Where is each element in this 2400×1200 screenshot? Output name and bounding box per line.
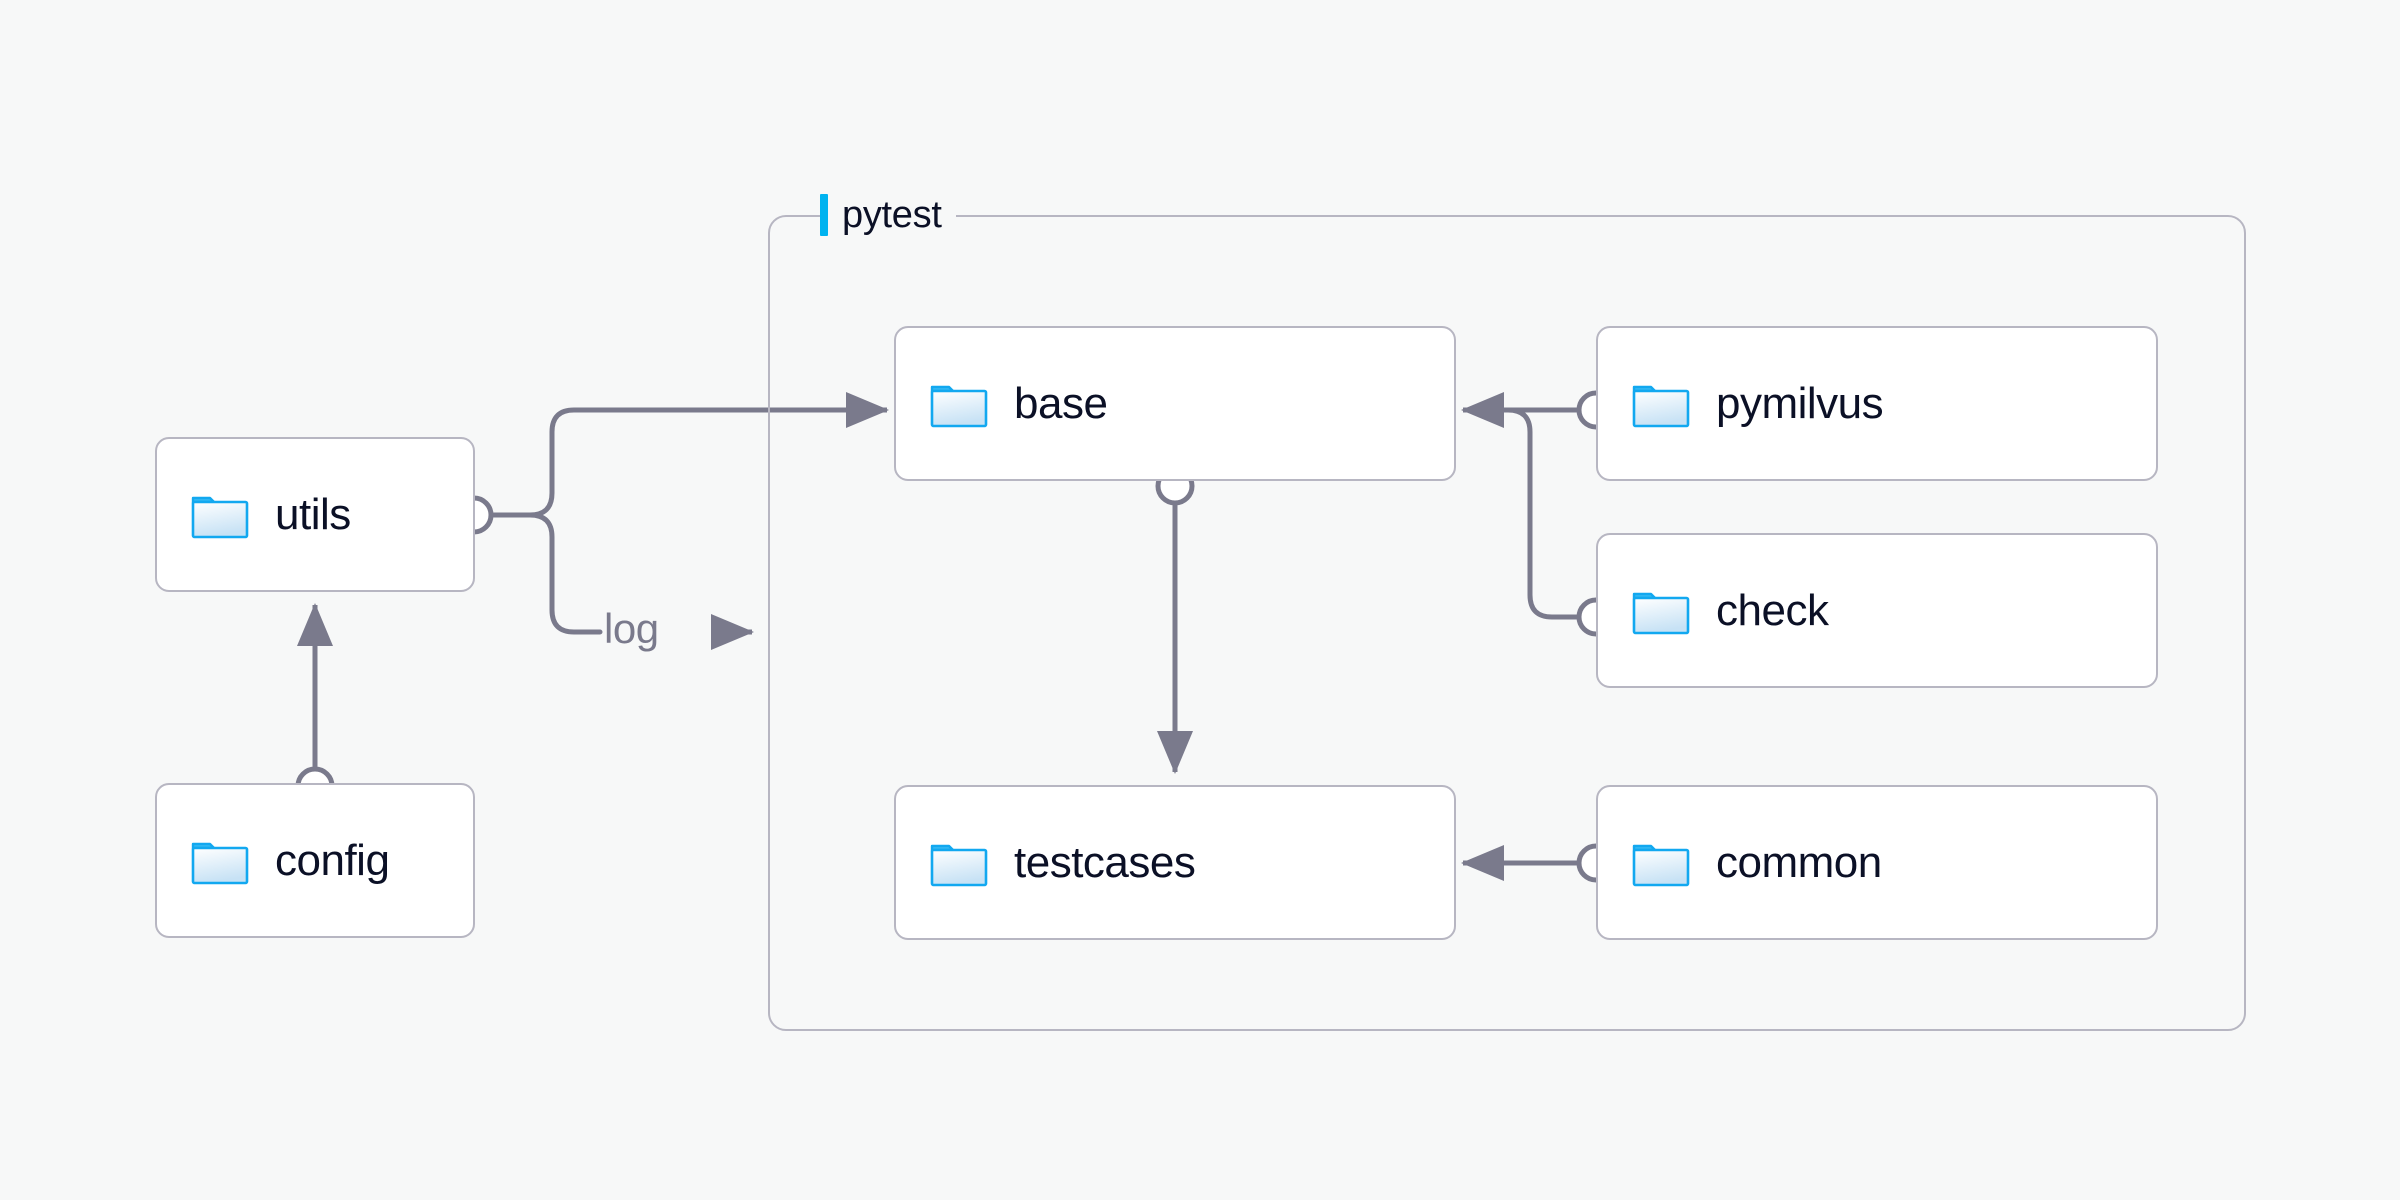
folder-icon bbox=[1632, 592, 1690, 634]
node-label: config bbox=[275, 835, 390, 885]
folder-icon bbox=[191, 842, 249, 884]
group-pytest bbox=[768, 215, 2246, 1031]
node-label: utils bbox=[275, 489, 351, 539]
node-common[interactable]: common bbox=[1596, 785, 2158, 940]
accent-bar-icon bbox=[820, 194, 828, 236]
edge-label-log: log bbox=[604, 605, 659, 652]
node-check[interactable]: check bbox=[1596, 533, 2158, 688]
node-utils[interactable]: utils bbox=[155, 437, 475, 592]
group-pytest-label: pytest bbox=[820, 192, 956, 238]
group-title: pytest bbox=[842, 194, 942, 236]
folder-icon bbox=[1632, 844, 1690, 886]
node-testcases[interactable]: testcases bbox=[894, 785, 1456, 940]
node-label: check bbox=[1716, 585, 1829, 635]
node-label: testcases bbox=[1014, 837, 1196, 887]
folder-icon bbox=[1632, 385, 1690, 427]
folder-icon bbox=[191, 496, 249, 538]
folder-icon bbox=[930, 385, 988, 427]
node-config[interactable]: config bbox=[155, 783, 475, 938]
node-label: base bbox=[1014, 378, 1108, 428]
node-pymilvus[interactable]: pymilvus bbox=[1596, 326, 2158, 481]
node-label: pymilvus bbox=[1716, 378, 1884, 428]
node-label: common bbox=[1716, 837, 1882, 887]
node-base[interactable]: base bbox=[894, 326, 1456, 481]
folder-icon bbox=[930, 844, 988, 886]
